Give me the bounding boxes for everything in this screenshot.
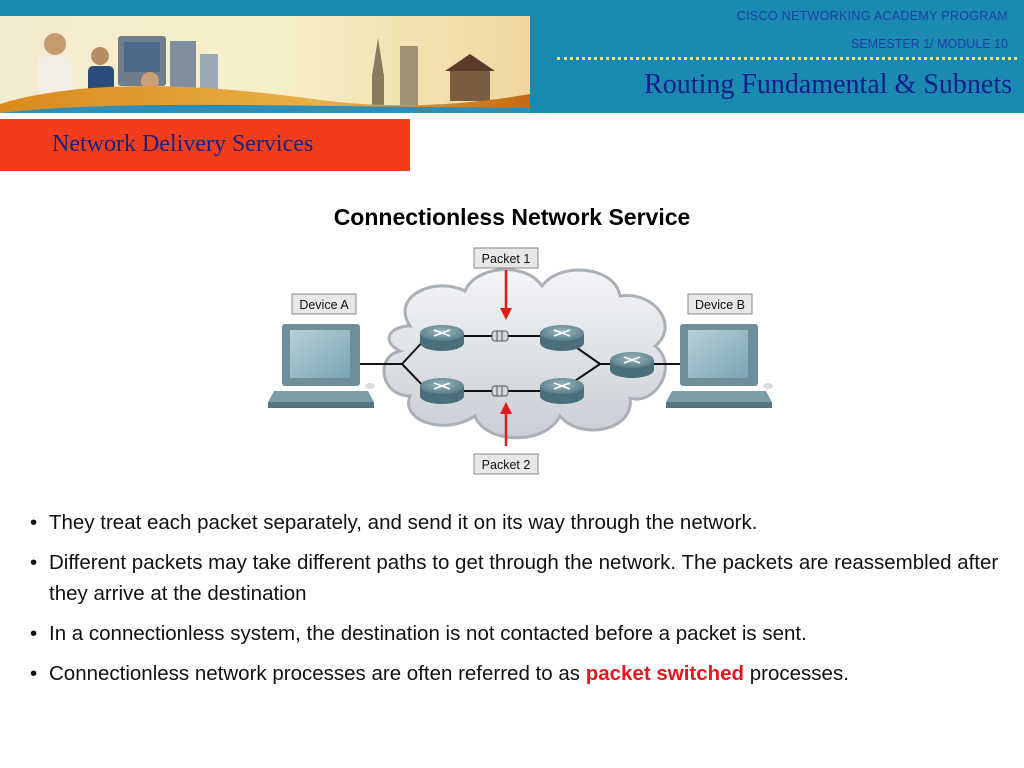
highlight-term: packet switched [585, 662, 745, 685]
org-name: CISCO NETWORKING ACADEMY PROGRAM [736, 9, 1008, 23]
bullet-text: In a connectionless system, the destinat… [49, 622, 807, 645]
bullet-text: Different packets may take different pat… [49, 551, 999, 605]
router-icon [610, 352, 654, 378]
bullet-marker: • [30, 622, 38, 645]
bullet-item: • Different packets may take different p… [30, 547, 1010, 609]
bullet-item: • In a connectionless system, the destin… [30, 618, 1010, 649]
bullet-text: Connectionless network processes are oft… [49, 662, 586, 685]
svg-text:Device B: Device B [695, 298, 745, 312]
svg-text:Packet 1: Packet 1 [482, 252, 531, 266]
router-icon [540, 378, 584, 404]
router-icon [420, 378, 464, 404]
arrow-up-icon [500, 402, 512, 446]
router-icon [420, 325, 464, 351]
header-bar: CISCO NETWORKING ACADEMY PROGRAM SEMESTE… [0, 0, 1024, 113]
label-device-b: Device B [687, 293, 753, 315]
computer-icon [268, 324, 375, 408]
arrow-down-icon [500, 270, 512, 320]
computer-icon [666, 324, 773, 408]
diagram-title: Connectionless Network Service [333, 204, 691, 230]
svg-text:Device A: Device A [299, 298, 349, 312]
semester-label: SEMESTER 1/ MODULE 10 [851, 37, 1008, 51]
packet-icon [491, 385, 509, 397]
section-title: Network Delivery Services [52, 131, 314, 157]
bullet-text: They treat each packet separately, and s… [49, 511, 758, 534]
course-title: Routing Fundamental & Subnets [644, 69, 1012, 100]
label-packet-1: Packet 1 [473, 247, 539, 269]
svg-text:Packet 2: Packet 2 [482, 458, 531, 472]
bullet-list: • They treat each packet separately, and… [30, 507, 1010, 698]
section-tab: Network Delivery Services [0, 119, 410, 171]
label-packet-2: Packet 2 [473, 453, 539, 475]
bullet-marker: • [30, 511, 38, 534]
network-diagram: Device A Device B Packet 1 Packet 2 [268, 247, 773, 475]
bullet-text: processes. [744, 662, 849, 685]
label-device-a: Device A [291, 293, 357, 315]
banner-image [0, 16, 530, 113]
bullet-item: • Connectionless network processes are o… [30, 658, 1010, 689]
header-divider [557, 57, 1017, 60]
router-icon [540, 325, 584, 351]
bullet-marker: • [30, 551, 38, 574]
packet-icon [491, 330, 509, 342]
bullet-item: • They treat each packet separately, and… [30, 507, 1010, 538]
bullet-marker: • [30, 662, 38, 685]
